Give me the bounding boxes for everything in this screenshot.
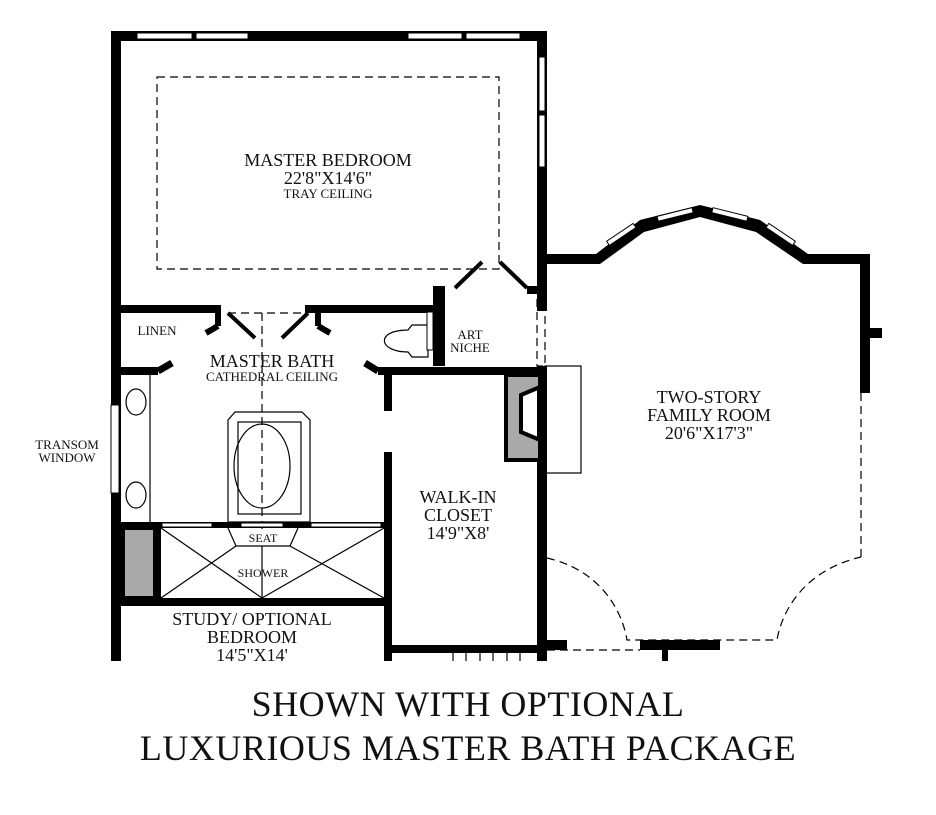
walk-in-closet-label: WALK-IN CLOSET 14'9"X8' <box>420 488 497 542</box>
closet-line1: WALK-IN <box>419 487 497 507</box>
shower-enclosure <box>121 522 389 606</box>
fireplace-hearth <box>544 365 582 474</box>
transom-window-callout: TRANSOM WINDOW <box>35 438 99 464</box>
art-niche-line2: NICHE <box>450 340 490 355</box>
master-bedroom-walls <box>111 31 547 661</box>
closet-line2: CLOSET <box>423 505 493 525</box>
family-room-label: TWO-STORY FAMILY ROOM 20'6"X17'3" <box>647 388 771 442</box>
linen-label: LINEN <box>138 324 177 337</box>
toilet-fixture <box>383 311 434 358</box>
shower-label: SHOWER <box>238 567 289 579</box>
transom-line2: WINDOW <box>38 450 96 465</box>
study-line2: BEDROOM <box>206 627 297 647</box>
walk-in-closet-walls <box>384 366 547 661</box>
master-bedroom-name: MASTER BEDROOM <box>244 150 412 170</box>
master-bath-name: MASTER BATH <box>209 351 335 371</box>
vanity-fixture <box>110 375 151 522</box>
master-bedroom-note: TRAY CEILING <box>283 186 373 201</box>
seat-label: SEAT <box>249 532 278 544</box>
study-label: STUDY/ OPTIONAL BEDROOM 14'5"X14' <box>172 610 332 664</box>
master-bath-note: CATHEDRAL CEILING <box>205 369 339 384</box>
closet-dimensions: 14'9"X8' <box>426 523 490 543</box>
art-niche-label: ART NICHE <box>450 328 490 354</box>
stair-ticks <box>452 653 521 661</box>
study-line1: STUDY/ OPTIONAL <box>172 609 332 629</box>
family-room-walls <box>546 205 882 661</box>
shower-name: SHOWER <box>237 566 289 580</box>
caption-line2: LUXURIOUS MASTER BATH PACKAGE <box>139 728 797 768</box>
family-room-line2: FAMILY ROOM <box>647 405 771 425</box>
tray-ceiling-outline <box>156 76 500 270</box>
linen-name: LINEN <box>137 323 177 338</box>
soaking-tub <box>227 411 311 523</box>
seat-name: SEAT <box>248 531 278 545</box>
study-dimensions: 14'5"X14' <box>216 645 288 665</box>
art-niche-line1: ART <box>457 327 483 342</box>
family-room-line1: TWO-STORY <box>656 387 762 407</box>
caption-line1: SHOWN WITH OPTIONAL <box>251 684 685 724</box>
family-room-dimensions: 20'6"X17'3" <box>664 423 754 443</box>
linen-walls <box>121 359 545 375</box>
master-bath-label: MASTER BATH CATHEDRAL CEILING <box>206 352 338 383</box>
transom-line1: TRANSOM <box>35 437 99 452</box>
master-bedroom-label: MASTER BEDROOM 22'8"X14'6" TRAY CEILING <box>244 151 412 200</box>
master-bedroom-dimensions: 22'8"X14'6" <box>283 168 373 188</box>
